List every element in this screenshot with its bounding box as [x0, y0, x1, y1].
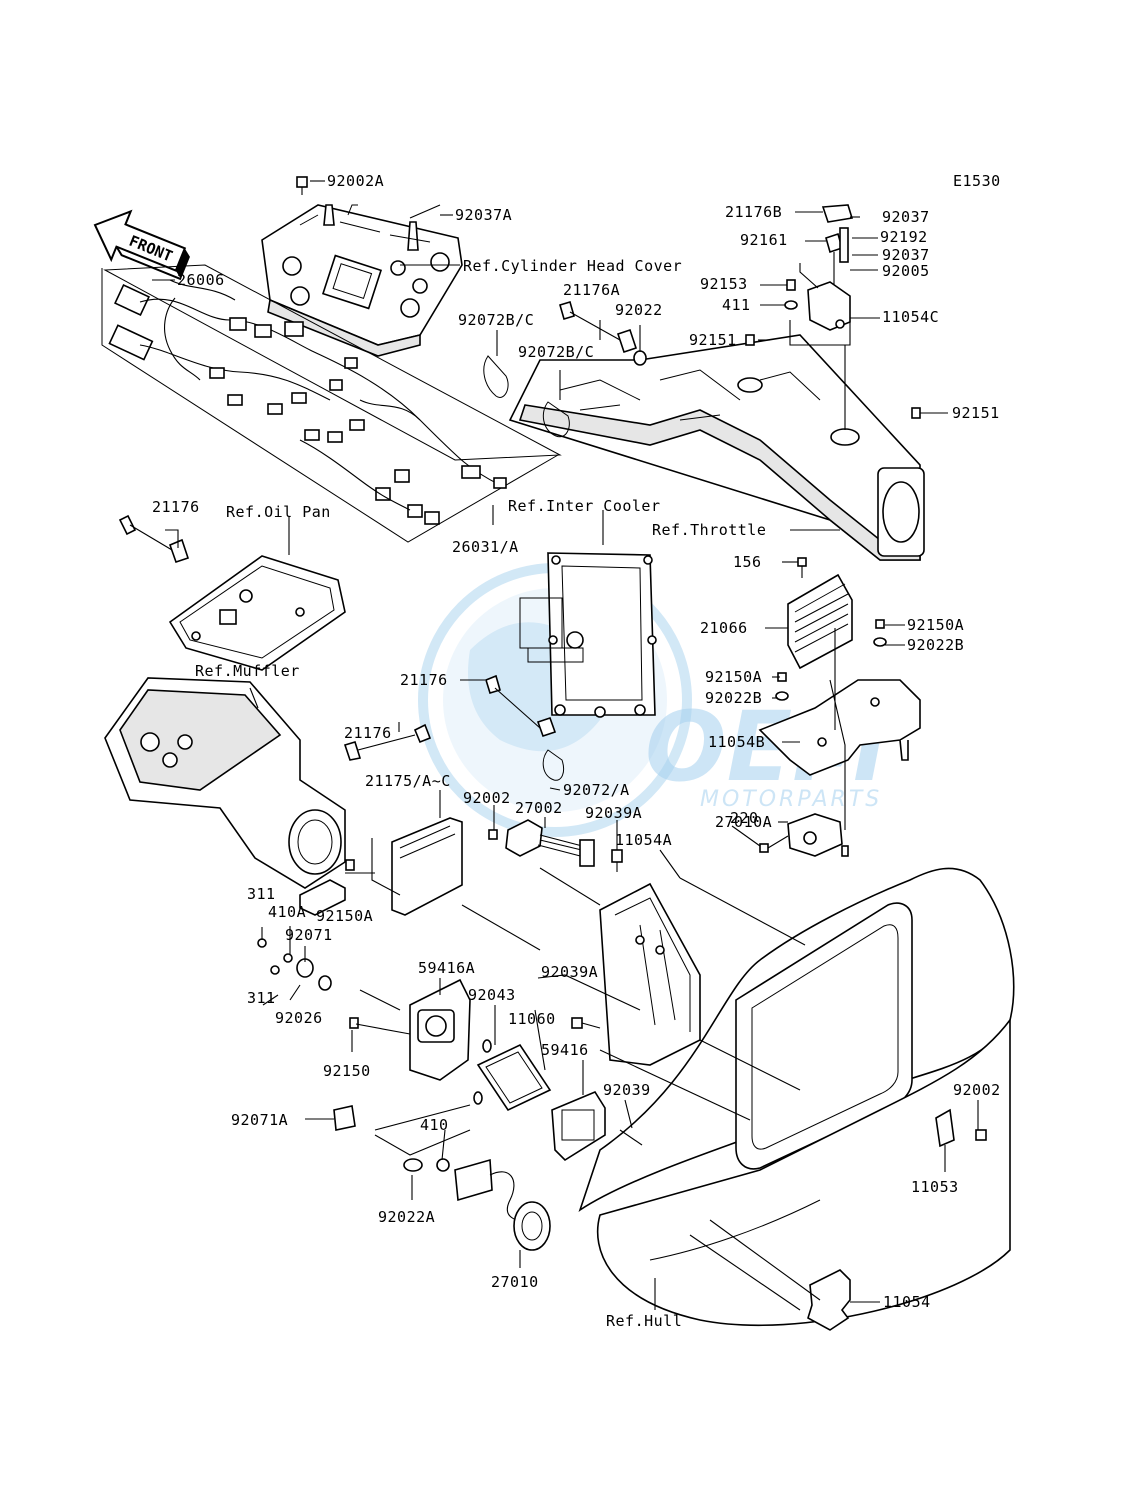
part-label-11054C: 11054C	[882, 308, 939, 326]
part-label-21176A: 21176A	[563, 281, 620, 299]
part-label-92022B-upper: 92022B	[907, 636, 964, 654]
part-label-11054A: 11054A	[615, 831, 672, 849]
part-label-26031A: 26031/A	[452, 538, 519, 556]
part-label-92002-hull: 92002	[953, 1081, 1001, 1099]
bracket-11054A-part	[599, 882, 701, 1066]
oil-pan-part	[168, 555, 346, 671]
part-label-92153: 92153	[700, 275, 748, 293]
part-label-220: 220	[730, 809, 759, 827]
grommet-92071A-part	[333, 1105, 356, 1131]
part-label-92037A: 92037A	[455, 206, 512, 224]
part-label-410: 410	[420, 1116, 449, 1134]
watermark-sub: MOTORPARTS	[700, 787, 882, 812]
part-label-410A: 410A	[268, 903, 306, 921]
hull-part	[578, 867, 1015, 1326]
ref-oil-pan: Ref.Oil Pan	[226, 503, 331, 521]
part-label-92192: 92192	[880, 228, 928, 246]
sensor-27010-part	[454, 1158, 551, 1251]
part-label-92161: 92161	[740, 231, 788, 249]
part-label-92072A: 92072/A	[563, 781, 630, 799]
part-label-92037-upper: 92037	[882, 208, 930, 226]
part-label-27010A: 27010A	[715, 813, 772, 831]
ecu-part	[391, 817, 463, 916]
part-label-411: 411	[722, 296, 751, 314]
part-label-27010: 27010	[491, 1273, 539, 1291]
part-label-21176-muffler: 21176	[344, 724, 392, 742]
part-label-92002-ecu: 92002	[463, 789, 511, 807]
part-label-311-lower: 311	[247, 989, 276, 1007]
gasket-11060-part	[476, 1043, 552, 1112]
leader-lines	[152, 180, 979, 1311]
regulator-part	[758, 573, 921, 776]
part-label-92150A-upper: 92150A	[907, 616, 964, 634]
ref-inter-cooler: Ref.Inter Cooler	[508, 497, 661, 515]
part-label-11053: 11053	[911, 1178, 959, 1196]
part-label-156: 156	[733, 553, 762, 571]
part-label-311-upper: 311	[247, 885, 276, 903]
intake-manifold-part	[508, 334, 925, 561]
part-label-92072B-C-left: 92072B/C	[458, 311, 534, 329]
part-label-21066: 21066	[700, 619, 748, 637]
part-label-21176-inter-cooler: 21176	[400, 671, 448, 689]
part-label-11054: 11054	[883, 1293, 931, 1311]
part-label-92039A-upper: 92039A	[585, 804, 642, 822]
part-label-21175: 21175/A~C	[365, 772, 451, 790]
part-label-92072B-C-right: 92072B/C	[518, 343, 594, 361]
part-label-92039A-lower: 92039A	[541, 963, 598, 981]
part-label-92026: 92026	[275, 1009, 323, 1027]
bracket-59416A-part	[409, 978, 471, 1081]
part-label-59416A: 59416A	[418, 959, 475, 977]
cover-59416-part	[551, 1090, 606, 1162]
part-label-92022B-mid: 92022B	[705, 689, 762, 707]
part-label-92022A: 92022A	[378, 1208, 435, 1226]
part-label-92037-lower: 92037	[882, 246, 930, 264]
part-label-21176-oil-pan: 21176	[152, 498, 200, 516]
sensor-27010A-part	[787, 813, 843, 857]
part-label-11054B: 11054B	[708, 733, 765, 751]
part-label-92039: 92039	[603, 1081, 651, 1099]
part-label-92071: 92071	[285, 926, 333, 944]
part-label-92150: 92150	[323, 1062, 371, 1080]
coil-27002-part	[505, 819, 595, 867]
inter-cooler-part	[519, 552, 657, 718]
small-hardware	[118, 176, 987, 1172]
part-label-27002: 27002	[515, 799, 563, 817]
part-label-92071A: 92071A	[231, 1111, 288, 1129]
part-label-11060: 11060	[508, 1010, 556, 1028]
part-label-92151-right: 92151	[952, 404, 1000, 422]
part-label-92150A-lower: 92150A	[316, 907, 373, 925]
ref-hull: Ref.Hull	[606, 1312, 682, 1330]
ref-cylinder-head-cover: Ref.Cylinder Head Cover	[463, 257, 682, 275]
diagram-code: E1530	[953, 172, 1001, 190]
front-arrow-icon: FRONT	[93, 209, 190, 281]
part-label-59416: 59416	[541, 1041, 589, 1059]
bracket-11054-part	[807, 1269, 851, 1331]
part-label-92002A: 92002A	[327, 172, 384, 190]
part-label-92150A-mid: 92150A	[705, 668, 762, 686]
part-label-92005: 92005	[882, 262, 930, 280]
part-label-92022: 92022	[615, 301, 663, 319]
part-label-21176B: 21176B	[725, 203, 782, 221]
part-label-26006: 26006	[177, 271, 225, 289]
part-label-92043: 92043	[468, 986, 516, 1004]
ref-muffler: Ref.Muffler	[195, 662, 300, 680]
ref-throttle: Ref.Throttle	[652, 521, 766, 539]
part-label-92151-left: 92151	[689, 331, 737, 349]
bracket-11053-part	[935, 1108, 955, 1148]
muffler-part	[104, 677, 346, 889]
wiring-harness-part	[101, 264, 562, 543]
